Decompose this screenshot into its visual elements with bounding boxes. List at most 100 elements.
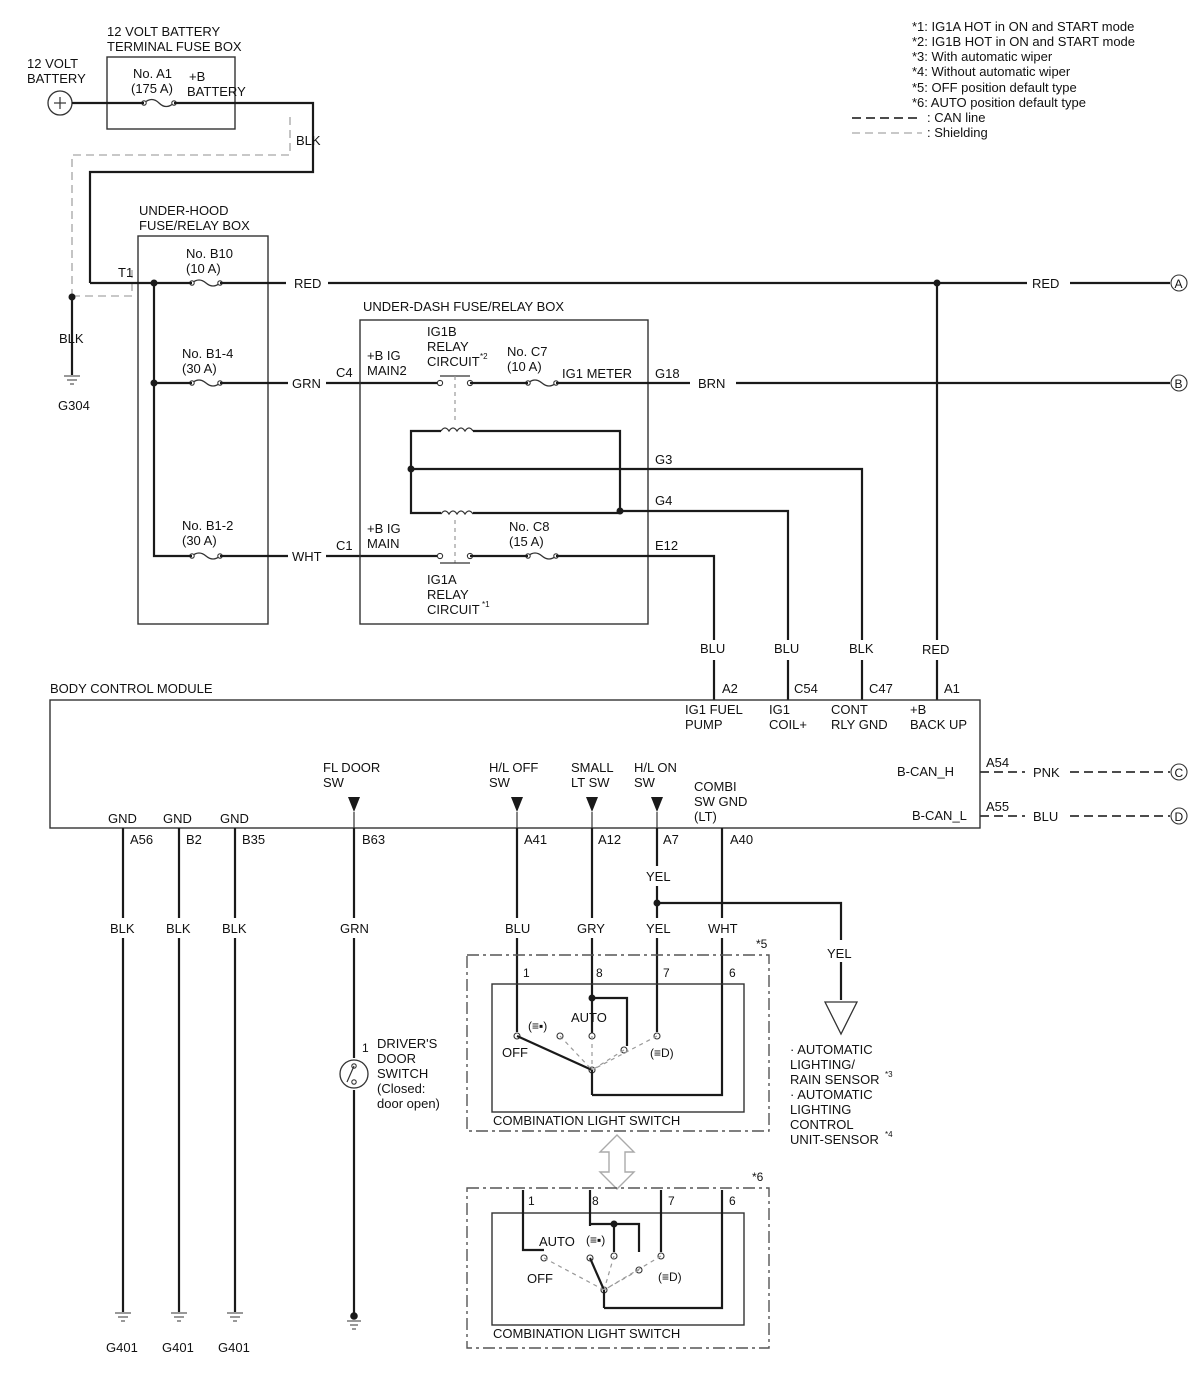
legend-note-1: *1: IG1A HOT in ON and START mode (912, 19, 1134, 34)
bcm-combi-line2: SW GND (694, 794, 747, 809)
connector-b-label: B (1175, 377, 1183, 391)
switch-auto-lever (588, 1257, 606, 1291)
junction-b1-4 (150, 379, 158, 387)
wire-label-red: RED (294, 276, 321, 291)
switch-off-lever (516, 1034, 593, 1072)
ground-label-g304: G304 (58, 398, 90, 413)
switch-auto-head-icon: (≡D) (658, 1270, 682, 1284)
switch-off-park-icon: (≡▪) (528, 1019, 547, 1033)
wire-label-wht: WHT (292, 549, 322, 564)
pin-a56: A56 (130, 832, 153, 847)
wire-label-pnk: PNK (1033, 765, 1060, 780)
ig1a-relay-coil (440, 510, 474, 516)
bcm-hl-off-line2: SW (489, 775, 511, 790)
wire-label-yel-a7: YEL (646, 869, 671, 884)
switch-off-default-outer (466, 954, 770, 1132)
ig1b-relay-label-line1: IG1B (427, 324, 457, 339)
underdash-fuse-relay-box: UNDER-DASH FUSE/RELAY BOX C4 +B IG MAIN2… (336, 299, 680, 625)
connector-d (1170, 807, 1188, 825)
pin-a2: A2 (722, 681, 738, 696)
fuse-c7-rating: (10 A) (507, 359, 542, 374)
wire-label-yel-sensor: YEL (827, 946, 852, 961)
sensor-arrow-icon (823, 1001, 859, 1036)
ground-label-g401-2: G401 (162, 1340, 194, 1355)
switch-auto-title: COMBINATION LIGHT SWITCH (493, 1326, 680, 1341)
wire-battery-to-underhood (88, 101, 315, 283)
fuse-b1-2-name: No. B1-2 (182, 518, 233, 533)
switch-auto-default-outer (466, 1187, 770, 1349)
pin-b35: B35 (242, 832, 265, 847)
main2-label-line2: MAIN2 (367, 363, 407, 378)
fuse-b1-2-rating: (30 A) (182, 533, 217, 548)
switch-auto-pin1-wire (521, 1190, 544, 1252)
bcm-coil-line1: IG1 (769, 702, 790, 717)
wire-relay-coils (409, 429, 622, 515)
battery-circuit-line1: +B (189, 69, 205, 84)
switch-off-alt-positions (559, 1035, 658, 1071)
input-arrow-fl-door (348, 797, 360, 812)
wire-g4-to-c54 (620, 509, 790, 640)
input-arrow-hl-on (651, 797, 663, 812)
bcm-hl-off-line1: H/L OFF (489, 760, 538, 775)
connector-c (1170, 763, 1188, 781)
fuse-c8-symbol (527, 552, 557, 560)
bcm-backup-line2: BACK UP (910, 717, 967, 732)
switch-auto-pin6-wire (604, 1190, 724, 1310)
ig1a-relay-note: *1 (482, 600, 490, 609)
ig1-meter-label: IG1 METER (562, 366, 632, 381)
door-switch-ground-node (350, 1312, 358, 1320)
bcm-fl-door-line2: SW (323, 775, 345, 790)
bcm-small-lt-line2: LT SW (571, 775, 610, 790)
switch-off-pin-8: 8 (596, 966, 603, 980)
bcm-fuel-pump-line1: IG1 FUEL (685, 702, 743, 717)
underhood-box-outline (137, 235, 269, 625)
bcm-combi-line1: COMBI (694, 779, 737, 794)
fuse-a1-name: No. A1 (133, 66, 172, 81)
legend-note-5: *5: OFF position default type (912, 80, 1077, 95)
underhood-fuse-relay-box: UNDER-HOOD FUSE/RELAY BOX T1 No. B10 (10… (118, 203, 269, 625)
fuse-a1-rating: (175 A) (131, 81, 173, 96)
wire-e12-to-a2 (470, 554, 716, 640)
fuse-c8-name: No. C8 (509, 519, 549, 534)
wire-label-grn-b63: GRN (340, 921, 369, 936)
combination-light-switch-off-default: *5 1 8 7 6 AUTO OFF (≡▪) (≡D) COMBINATIO… (466, 937, 770, 1132)
wire-label-grn: GRN (292, 376, 321, 391)
switch-auto-pin-6: 6 (729, 1194, 736, 1208)
wire-label-blu-a2: BLU (700, 641, 725, 656)
wire-label-gry-a12: GRY (577, 921, 605, 936)
switch-off-off-label: OFF (502, 1045, 528, 1060)
switch-auto-pin-8: 8 (592, 1194, 599, 1208)
battery: 12 VOLT BATTERY (27, 56, 86, 116)
pin-c1: C1 (336, 538, 353, 553)
bcm-small-lt-line1: SMALL (571, 760, 614, 775)
wire-label-brn: BRN (698, 376, 725, 391)
combination-light-switch-auto-default: *6 1 8 7 6 AUTO OFF (≡▪) (≡D) COMBINATIO… (466, 1170, 770, 1349)
wire-label-blk-b35: BLK (222, 921, 247, 936)
wire-bcm-top-inputs (712, 660, 939, 700)
connector-d-label: D (1175, 810, 1184, 824)
junction-b10 (150, 279, 158, 287)
ig1a-relay-contact-left (436, 552, 444, 560)
fuse-b1-4-rating: (30 A) (182, 361, 217, 376)
ig1b-relay-coil (440, 427, 474, 433)
bcm-fuel-pump-line2: PUMP (685, 717, 723, 732)
ig1a-relay-label-line1: IG1A (427, 572, 457, 587)
switch-auto-alt-positions (543, 1255, 662, 1291)
switch-off-auto-bus (592, 996, 629, 1046)
wire-label-wht-a40: WHT (708, 921, 738, 936)
automatic-lighting-sensor: · AUTOMATIC LIGHTING/ RAIN SENSOR *3 · A… (790, 1001, 893, 1147)
wire-label-blu-a41: BLU (505, 921, 530, 936)
bcm-title: BODY CONTROL MODULE (50, 681, 213, 696)
terminal-box-title-line2: TERMINAL FUSE BOX (107, 39, 242, 54)
main-label-line2: MAIN (367, 536, 400, 551)
wire-label-blk-g304: BLK (59, 331, 84, 346)
pin-b63: B63 (362, 832, 385, 847)
connector-c-label: C (1175, 766, 1184, 780)
ground-symbols-g401 (115, 1312, 243, 1322)
bcm-bcan-l: B-CAN_L (912, 808, 967, 823)
wire-label-blu-can: BLU (1033, 809, 1058, 824)
sensor-note-4: *4 (885, 1130, 893, 1139)
bcm-gnd-1: GND (108, 811, 137, 826)
legend-shielding: : Shielding (927, 125, 988, 140)
